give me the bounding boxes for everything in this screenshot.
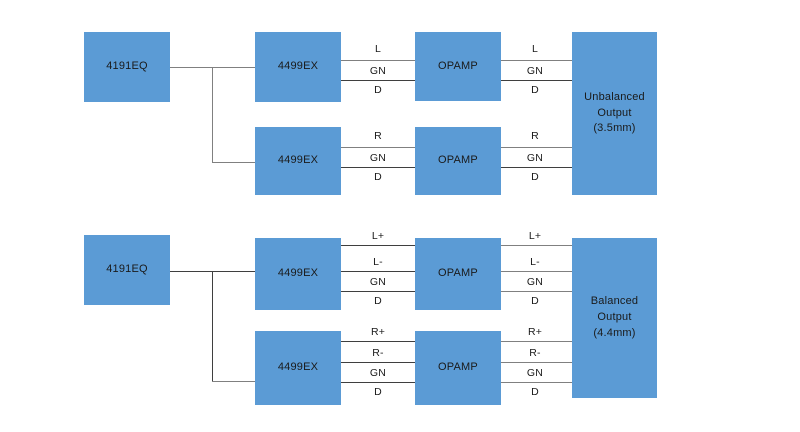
signal-label-unbal-left-pre-d: D bbox=[374, 84, 382, 96]
wire-unbal-right-post-ground bbox=[501, 167, 572, 168]
block-dac-4499ex-balanced-left[interactable]: 4499EX bbox=[255, 238, 341, 310]
signal-label-unbal-right-post-d: D bbox=[531, 171, 539, 183]
wire-bal-right-post-negative bbox=[501, 362, 572, 363]
signal-label-bal-left-pre-lminus: L- bbox=[373, 256, 383, 268]
signal-label-bal-right-post-rplus: R+ bbox=[527, 326, 543, 338]
wire-bal-left-pre-negative bbox=[341, 271, 415, 272]
wire-unbal-left-post-ground bbox=[501, 80, 572, 81]
block-opamp-unbalanced-right[interactable]: OPAMP bbox=[415, 127, 501, 195]
signal-label-bal-left-post-lminus: L- bbox=[530, 256, 540, 268]
wire-source-to-dac-right-unbalanced bbox=[212, 162, 255, 163]
signal-label-bal-left-pre-d: D bbox=[374, 295, 382, 307]
wire-bal-right-post-ground bbox=[501, 382, 572, 383]
signal-label-unbal-right-pre-gn: GN bbox=[369, 152, 387, 164]
wire-unbal-left-pre-ground bbox=[341, 80, 415, 81]
block-dac-4499ex-unbalanced-right[interactable]: 4499EX bbox=[255, 127, 341, 195]
wire-unbal-left-pre-signal bbox=[341, 60, 415, 61]
wire-bal-left-post-ground bbox=[501, 291, 572, 292]
wire-bal-right-pre-negative bbox=[341, 362, 415, 363]
block-label: 4499EX bbox=[277, 361, 319, 374]
signal-label-bal-left-post-d: D bbox=[531, 295, 539, 307]
wire-bal-right-pre-ground bbox=[341, 382, 415, 383]
block-label: 4191EQ bbox=[106, 263, 148, 276]
wire-source-to-dac-right-balanced bbox=[212, 381, 255, 382]
block-opamp-balanced-left[interactable]: OPAMP bbox=[415, 238, 501, 310]
signal-label-bal-right-pre-gn: GN bbox=[369, 367, 387, 379]
signal-label-bal-right-pre-rminus: R- bbox=[372, 347, 384, 359]
block-label: 4499EX bbox=[277, 267, 319, 280]
wire-bal-right-pre-positive bbox=[341, 341, 415, 342]
signal-label-bal-right-pre-d: D bbox=[374, 386, 382, 398]
block-output-unbalanced[interactable]: Unbalanced Output (3.5mm) bbox=[572, 32, 657, 195]
signal-label-unbal-right-pre-r: R bbox=[374, 130, 382, 142]
block-label: OPAMP bbox=[438, 154, 478, 167]
block-output-balanced[interactable]: Balanced Output (4.4mm) bbox=[572, 238, 657, 398]
signal-label-unbal-left-pre-gn: GN bbox=[369, 65, 387, 77]
block-opamp-balanced-right[interactable]: OPAMP bbox=[415, 331, 501, 405]
block-source-4191eq-balanced[interactable]: 4191EQ bbox=[84, 235, 170, 305]
signal-label-bal-right-post-rminus: R- bbox=[529, 347, 541, 359]
block-label: 4499EX bbox=[277, 60, 319, 73]
wire-unbal-left-post-signal bbox=[501, 60, 572, 61]
signal-label-bal-left-post-lplus: L+ bbox=[528, 230, 542, 242]
signal-label-bal-right-pre-rplus: R+ bbox=[370, 326, 386, 338]
signal-label-bal-right-post-gn: GN bbox=[526, 367, 544, 379]
signal-label-unbal-left-post-gn: GN bbox=[526, 65, 544, 77]
wire-bal-left-pre-positive bbox=[341, 245, 415, 246]
signal-label-bal-left-post-gn: GN bbox=[526, 276, 544, 288]
block-label: OPAMP bbox=[438, 267, 478, 280]
block-label: OPAMP bbox=[438, 59, 478, 72]
wire-bal-left-post-negative bbox=[501, 271, 572, 272]
wire-source-branch-vertical-unbalanced bbox=[212, 67, 213, 163]
block-label: Unbalanced Output (3.5mm) bbox=[584, 90, 645, 135]
block-dac-4499ex-unbalanced-left[interactable]: 4499EX bbox=[255, 32, 341, 102]
block-label: Balanced Output (4.4mm) bbox=[590, 295, 639, 339]
wire-bal-right-post-positive bbox=[501, 341, 572, 342]
block-label: OPAMP bbox=[438, 361, 478, 374]
signal-label-unbal-left-post-d: D bbox=[531, 84, 539, 96]
wire-unbal-right-pre-signal bbox=[341, 147, 415, 148]
signal-label-bal-right-post-d: D bbox=[531, 386, 539, 398]
block-label: 4499EX bbox=[277, 154, 319, 167]
wire-bal-left-pre-ground bbox=[341, 291, 415, 292]
wire-bal-left-post-positive bbox=[501, 245, 572, 246]
signal-label-unbal-left-post-l: L bbox=[531, 43, 539, 55]
block-dac-4499ex-balanced-right[interactable]: 4499EX bbox=[255, 331, 341, 405]
block-opamp-unbalanced-left[interactable]: OPAMP bbox=[415, 32, 501, 101]
block-label: 4191EQ bbox=[106, 60, 148, 73]
signal-label-unbal-right-post-gn: GN bbox=[526, 152, 544, 164]
block-source-4191eq-unbalanced[interactable]: 4191EQ bbox=[84, 32, 170, 102]
wire-unbal-right-pre-ground bbox=[341, 167, 415, 168]
wire-unbal-right-post-signal bbox=[501, 147, 572, 148]
signal-label-unbal-right-post-r: R bbox=[531, 130, 539, 142]
signal-label-unbal-right-pre-d: D bbox=[374, 171, 382, 183]
wire-source-branch-vertical-balanced bbox=[212, 271, 213, 382]
signal-label-bal-left-pre-gn: GN bbox=[369, 276, 387, 288]
signal-label-unbal-left-pre-l: L bbox=[374, 43, 382, 55]
signal-label-bal-left-pre-lplus: L+ bbox=[371, 230, 385, 242]
